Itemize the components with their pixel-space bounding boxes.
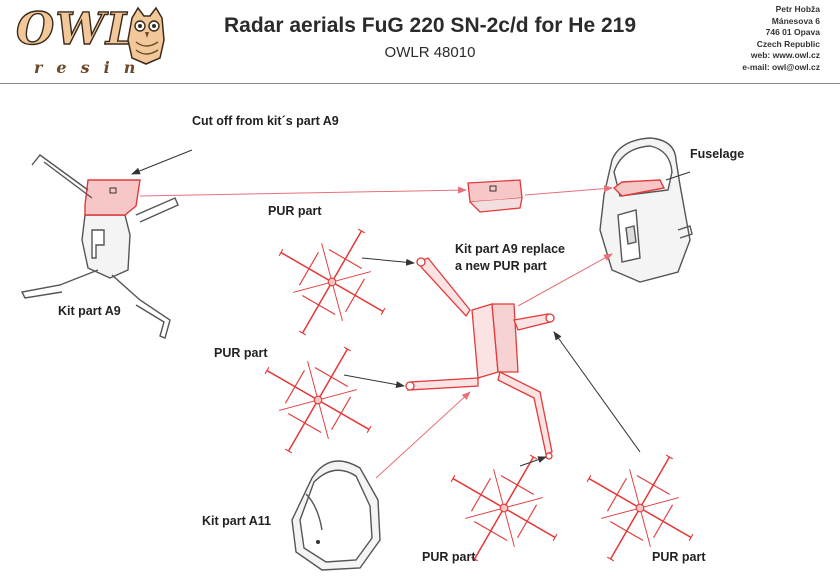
logo-owl-text: OWL (15, 3, 138, 55)
label-kit-a11: Kit part A11 (202, 514, 272, 528)
owl-icon (127, 6, 165, 65)
label-fuselage: Fuselage (690, 147, 745, 161)
pur-aerial-mid (236, 318, 400, 482)
contact-web: web: www.owl.cz (750, 50, 820, 61)
product-code: OWLR 48010 (384, 44, 476, 61)
fuselage-drawing (599, 137, 693, 283)
contact-country: Czech Republic (756, 38, 820, 49)
contact-email: e-mail: owl@owl.cz (742, 61, 820, 72)
contact-city: 746 01 Opava (765, 27, 820, 38)
label-pur-mid: PUR part (214, 346, 268, 360)
arrow-aerial-top (361, 257, 415, 266)
label-replace-line1: Kit part A9 replace (455, 242, 565, 256)
owl-resin-logo: OWL resin (14, 3, 165, 78)
kit-part-a9-drawing (20, 154, 179, 339)
arrow-aerial-mid (343, 374, 405, 388)
label-kit-a9: Kit part A9 (58, 304, 121, 318)
diagram-canvas (20, 137, 722, 588)
header-divider (0, 83, 840, 84)
arrow-fuselage-label (665, 171, 691, 181)
arrow-mount-to-fuselage (517, 253, 613, 307)
arrow-a11-to-mount (375, 391, 471, 479)
cut-off-piece-drawing (467, 179, 523, 213)
contact-block: Petr Hobža Mánesova 6 746 01 Opava Czech… (670, 4, 820, 74)
pur-aerial-top (250, 200, 414, 364)
arrow-piece-to-fuselage (524, 185, 613, 196)
label-replace-line2: a new PUR part (455, 259, 547, 273)
label-cut-off: Cut off from kit´s part A9 (192, 114, 339, 128)
header: OWL resin Radar aerials FuG 220 SN-2c/d … (0, 0, 840, 82)
contact-street: Mánesova 6 (771, 15, 820, 26)
contact-name: Petr Hobža (775, 4, 820, 14)
assembly-diagram: Cut off from kit´s part A9 Fuselage PUR … (0, 84, 840, 588)
arrow-cut-off (131, 149, 193, 175)
page-title: Radar aerials FuG 220 SN-2c/d for He 219 (223, 14, 636, 37)
arrow-a9-to-piece (139, 186, 467, 197)
label-pur-bottom-right: PUR part (652, 550, 706, 564)
kit-part-a11-drawing (291, 460, 381, 571)
logo-resin-text: resin (34, 58, 150, 77)
label-pur-bottom-left: PUR part (422, 550, 476, 564)
arrow-aerial-bottom-left (519, 456, 547, 467)
arrow-aerial-bottom-right (553, 331, 641, 453)
label-pur-top: PUR part (268, 204, 322, 218)
pur-mount-drawing (405, 257, 555, 460)
